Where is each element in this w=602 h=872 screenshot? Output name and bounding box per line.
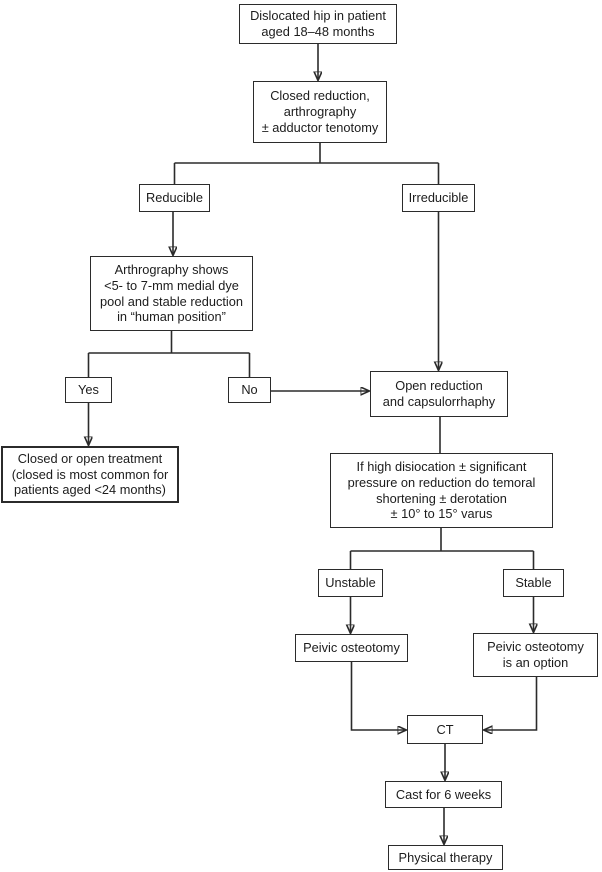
- connector-pelvicoption-to-ct: [484, 677, 538, 730]
- node-ct: CT: [407, 715, 483, 744]
- node-no: No: [228, 377, 271, 403]
- node-irreducible: Irreducible: [402, 184, 475, 212]
- node-physical-therapy: Physical therapy: [388, 845, 503, 870]
- node-unstable: Unstable: [318, 569, 383, 597]
- node-dislocated-hip: Dislocated hip in patient aged 18–48 mon…: [239, 4, 397, 44]
- node-closed-or-open-treatment: Closed or open treatment (closed is most…: [1, 446, 179, 503]
- node-pelvic-osteotomy-option: Peivic osteotomy is an option: [473, 633, 598, 677]
- node-femoral-shortening: If high disiocation ± significant pressu…: [330, 453, 553, 528]
- connector-arthrography-split: [87, 331, 251, 377]
- node-pelvic-osteotomy: Peivic osteotomy: [295, 634, 408, 662]
- connector-closedreduction-split: [173, 143, 440, 184]
- node-stable: Stable: [503, 569, 564, 597]
- node-reducible: Reducible: [139, 184, 210, 212]
- node-open-reduction: Open reduction and capsulorrhaphy: [370, 371, 508, 417]
- node-yes: Yes: [65, 377, 112, 403]
- node-arthrography-shows: Arthrography shows <5- to 7-mm medial dy…: [90, 256, 253, 331]
- connector-femoral-split: [349, 528, 535, 569]
- node-closed-reduction: Closed reduction, arthrography ± adducto…: [253, 81, 387, 143]
- connector-pelvic-to-ct: [350, 662, 407, 730]
- node-cast: Cast for 6 weeks: [385, 781, 502, 808]
